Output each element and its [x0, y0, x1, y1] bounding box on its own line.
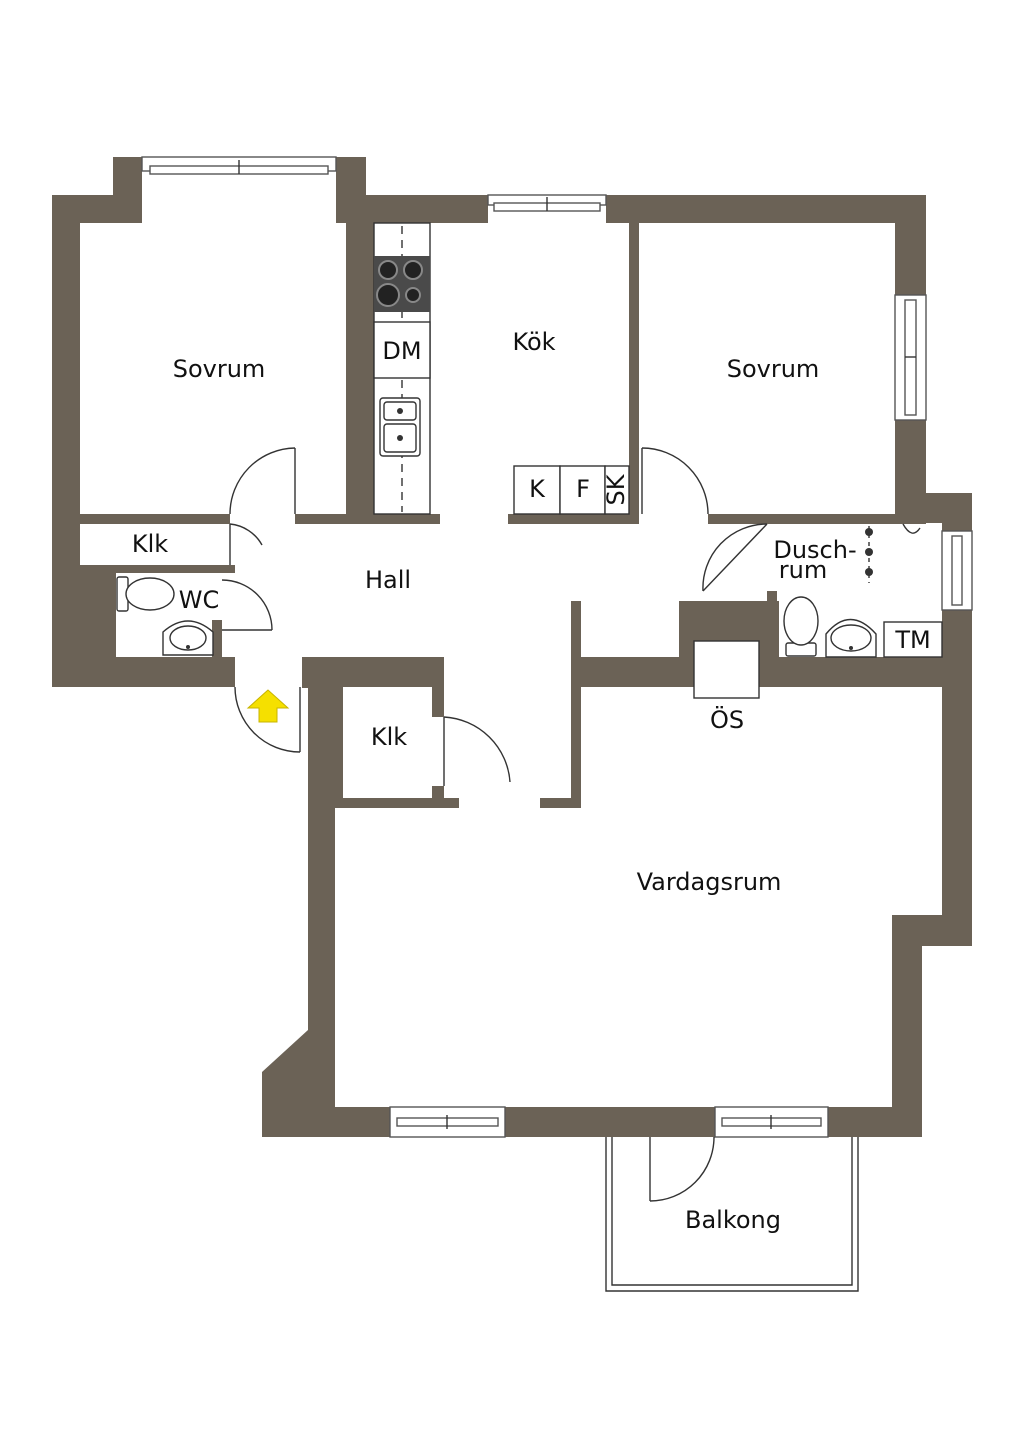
door-closet-mid: [443, 716, 511, 786]
freezer-label: F: [576, 475, 590, 503]
door-wc: [221, 579, 273, 631]
room-label-shower-line2: rum: [779, 556, 827, 584]
washbasin-icon: [825, 618, 877, 658]
window-living-left: [389, 1106, 506, 1138]
door-bedroom-right: [641, 447, 709, 515]
shower-icon: [865, 523, 921, 583]
door-entrance: [234, 686, 301, 753]
room-label-bedroom-right: Sovrum: [727, 355, 820, 383]
dishwasher-label: DM: [382, 337, 421, 365]
door-balcony: [649, 1136, 715, 1202]
room-label-closet-top: Klk: [132, 530, 168, 558]
toilet-icon: [783, 596, 819, 657]
windows: [141, 156, 973, 1138]
room-label-wc: WC: [179, 586, 220, 614]
kitchen-fixtures: DM K F SK: [373, 222, 630, 515]
toilet-icon: [116, 576, 175, 612]
balcony: [605, 1137, 859, 1292]
doors: [221, 447, 768, 1202]
room-label-kitchen: Kök: [512, 328, 555, 356]
fridge-label: K: [529, 475, 546, 503]
shaft: ÖS: [693, 640, 760, 734]
shaft-label: ÖS: [710, 705, 744, 734]
room-labels: Sovrum Kök Sovrum Klk WC Hall Dusch- rum…: [132, 328, 857, 1234]
window-living-right: [714, 1106, 829, 1138]
room-label-balcony: Balkong: [685, 1206, 781, 1234]
walls: [52, 157, 972, 1137]
window-shower: [941, 530, 973, 611]
washer-label: TM: [894, 626, 930, 654]
window-bedroom-right: [894, 294, 927, 421]
washbasin-icon: [162, 620, 214, 656]
door-shower: [702, 523, 768, 592]
wc-fixtures: [116, 576, 214, 656]
stove-icon: [374, 256, 430, 312]
sink-icon: [379, 397, 421, 457]
entrance-arrow-icon: [246, 689, 290, 723]
room-label-shower-line1: Dusch-: [773, 536, 856, 564]
room-label-hall: Hall: [365, 566, 411, 594]
room-label-living: Vardagsrum: [637, 868, 782, 896]
door-closet-top: [229, 523, 263, 565]
shower-fixtures: TM: [783, 523, 943, 658]
door-bedroom-left: [229, 447, 296, 515]
room-label-closet-mid: Klk: [371, 723, 407, 751]
cabinet-label: SK: [602, 473, 630, 505]
window-kitchen: [487, 194, 607, 212]
room-label-bedroom-left: Sovrum: [173, 355, 266, 383]
window-bedroom-left: [141, 156, 337, 175]
